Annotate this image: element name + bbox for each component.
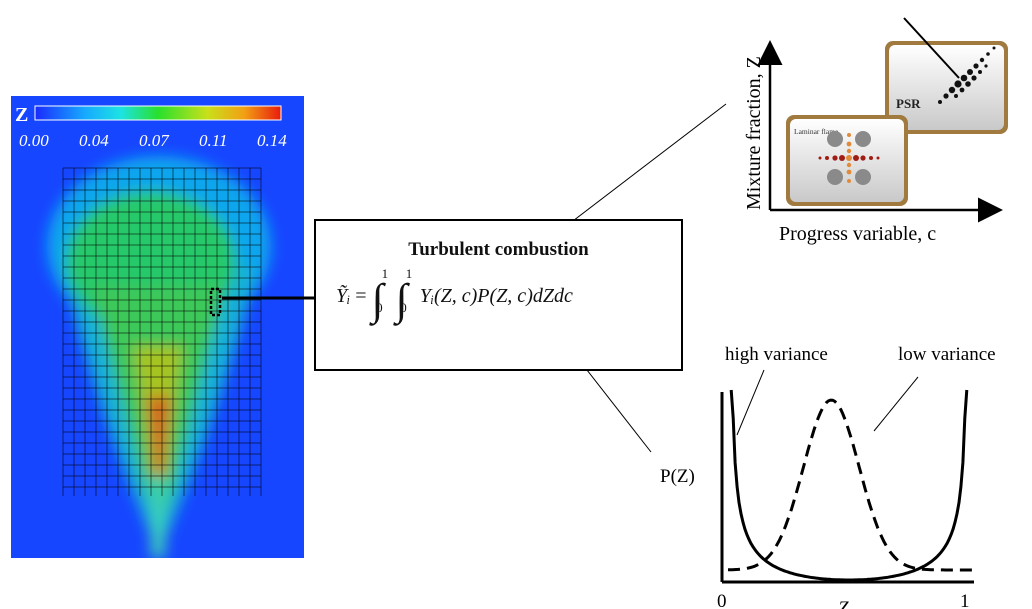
- manifold-diagram: PSR Laminar flame Mixture fra: [743, 17, 1008, 245]
- colorbar-tick-1: 0.04: [79, 131, 109, 150]
- lower-limit-inner: 0: [400, 300, 407, 315]
- lower-limit-outer: 0: [376, 300, 383, 315]
- colorbar-tick-2: 0.07: [139, 131, 170, 150]
- pdf-y-label: P(Z): [660, 466, 695, 487]
- high-variance-label: high variance: [725, 344, 828, 365]
- pdf-x-tick-0: 0: [717, 591, 727, 609]
- mesh-grid: [62, 167, 262, 496]
- integral-sign-inner: ∫: [395, 275, 408, 324]
- upper-limit-outer: 1: [381, 266, 389, 281]
- formula-integrand: Yᵢ(Z, c)P(Z, c)dZdc: [419, 285, 573, 307]
- colorbar-tick-4: 0.14: [257, 131, 287, 150]
- pdf-plot: high variance low variance P(Z) 0 Z 1: [660, 344, 996, 609]
- high-variance-curve: [729, 389, 969, 582]
- laminar-flame-card: Laminar flame: [786, 115, 908, 206]
- colorbar-symbol: Z: [15, 104, 28, 126]
- integral-sign-outer: ∫: [371, 275, 384, 324]
- upper-limit-inner: 1: [405, 266, 413, 281]
- low-variance-curve: [728, 398, 974, 572]
- high-variance-pointer: [736, 369, 765, 436]
- pdf-x-tick-1: 1: [960, 591, 970, 609]
- flame-contour-panel: Z 0.00 0.04 0.07 0.11 0.14: [11, 96, 304, 558]
- favre-average-formula: Ỹᵢ = ∫10 ∫10 Yᵢ(Z, c)P(Z, c)dZdc: [336, 266, 573, 325]
- psr-label: PSR: [896, 96, 921, 111]
- manifold-y-label: Mixture fraction, Z: [743, 56, 765, 210]
- manifold-x-label: Progress variable, c: [779, 223, 936, 245]
- colorbar-tick-0: 0.00: [19, 131, 49, 150]
- psr-card: PSR: [885, 17, 1008, 134]
- equation-box: Turbulent combustion Ỹᵢ = ∫10 ∫10 Yᵢ(Z, …: [314, 219, 683, 371]
- laminar-label: Laminar flame: [794, 127, 839, 136]
- highlighted-cell: [209, 287, 222, 317]
- formula-lhs: Ỹᵢ: [336, 285, 351, 307]
- pdf-x-label: Z: [838, 598, 849, 609]
- equation-title: Turbulent combustion: [408, 239, 589, 260]
- formula-equals: =: [355, 285, 367, 307]
- colorbar: Z 0.00 0.04 0.07 0.11 0.14: [15, 104, 287, 150]
- colorbar-tick-3: 0.11: [199, 131, 228, 150]
- low-variance-pointer: [873, 376, 919, 432]
- low-variance-label: low variance: [898, 344, 996, 365]
